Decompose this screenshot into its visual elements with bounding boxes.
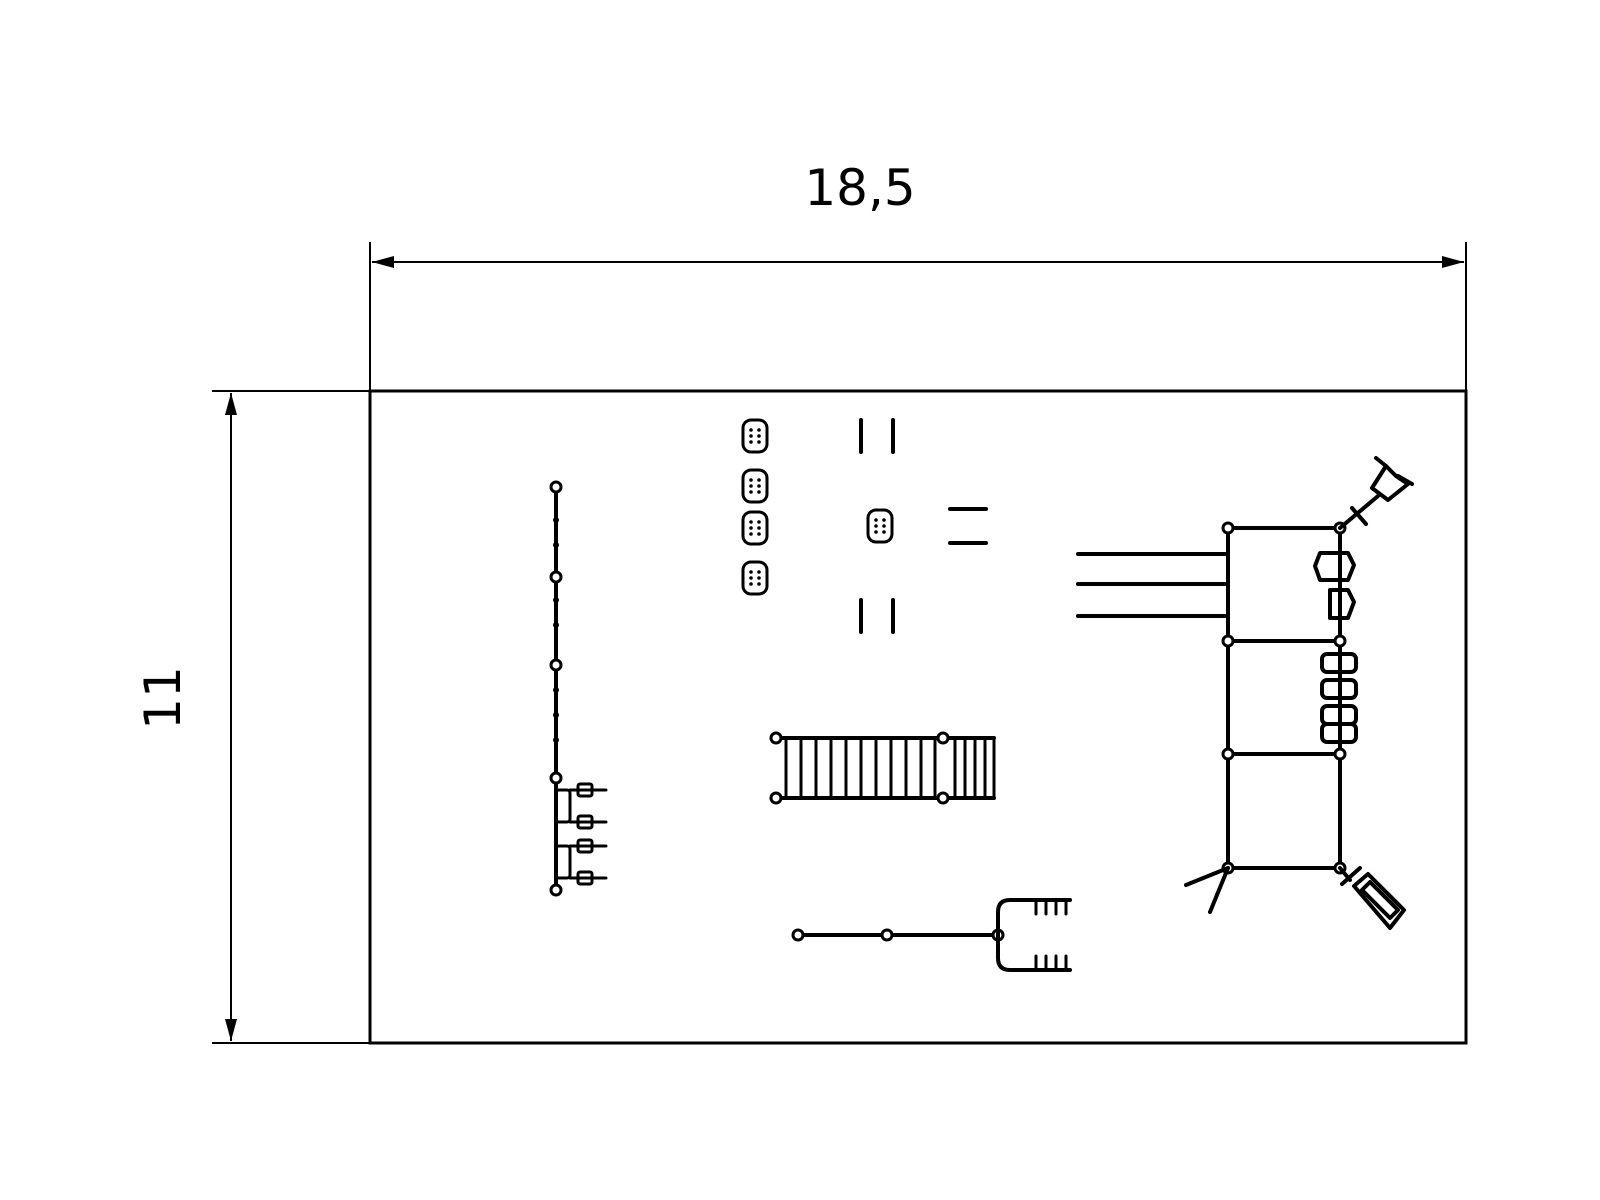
- beam-post: [880, 928, 894, 942]
- tower-post: [1221, 747, 1235, 761]
- seesaw-center-pad: [866, 508, 894, 544]
- stepping-pad: [741, 560, 769, 596]
- fence-post: [549, 480, 563, 494]
- panel-element: [1320, 652, 1358, 674]
- slide-element: [1184, 866, 1230, 914]
- panel-element: [1320, 722, 1358, 744]
- height-dimension: 11: [134, 390, 370, 1044]
- ladder-rungs: [784, 736, 996, 800]
- balance-beam-swing: [791, 898, 1072, 972]
- seesaw-group: [859, 418, 988, 634]
- rope-fence: [549, 480, 608, 897]
- fence-post: [549, 570, 563, 584]
- tube-slide: [1338, 866, 1406, 930]
- height-arrow-bottom: [225, 1019, 237, 1041]
- swing-frame: [996, 898, 1072, 972]
- width-dimension: 18,5: [369, 159, 1467, 392]
- ladder-post: [769, 791, 783, 805]
- tower-post: [1221, 634, 1235, 648]
- width-arrow-right: [1442, 256, 1464, 268]
- stepping-pad: [741, 468, 769, 504]
- fence-post: [549, 883, 563, 897]
- tower-post: [1221, 521, 1235, 535]
- ladder-post: [936, 731, 950, 745]
- panel-element: [1313, 551, 1356, 582]
- stepping-pads: [741, 418, 769, 596]
- width-label: 18,5: [804, 159, 915, 217]
- height-arrow-top: [225, 393, 237, 415]
- fence-beads: [553, 517, 559, 743]
- tower-post: [1333, 634, 1347, 648]
- stepping-pad: [741, 418, 769, 454]
- swing-seat-top: [1034, 898, 1068, 916]
- beam-post: [791, 928, 805, 942]
- play-tower: [1076, 456, 1414, 930]
- swing-seat-bottom: [1034, 954, 1068, 972]
- panel-element: [1328, 588, 1356, 620]
- panel-element: [1320, 678, 1358, 700]
- ladder-post: [769, 731, 783, 745]
- fence-post: [549, 771, 563, 785]
- stepping-pad: [741, 510, 769, 546]
- spring-rider-lower: [554, 838, 608, 886]
- climbing-ladder: [769, 731, 996, 805]
- site-boundary: [368, 389, 1468, 1045]
- tower-post: [1333, 747, 1347, 761]
- ladder-post: [936, 791, 950, 805]
- height-label: 11: [134, 666, 192, 730]
- width-arrow-left: [372, 256, 394, 268]
- fence-post: [549, 658, 563, 672]
- crane-element: [1338, 456, 1414, 530]
- spring-rider-upper: [554, 782, 608, 830]
